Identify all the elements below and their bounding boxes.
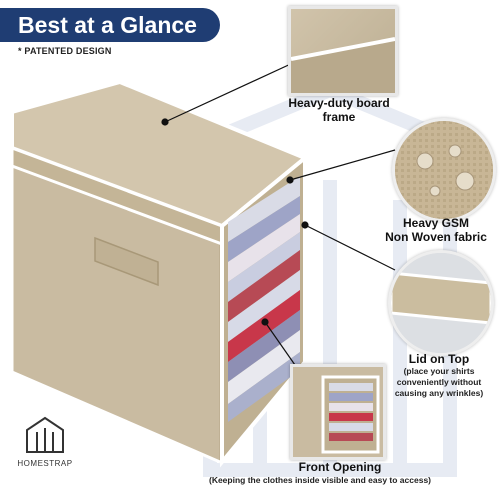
front-opening-closeup bbox=[290, 364, 386, 460]
fabric-label: Heavy GSM Non Woven fabric bbox=[385, 216, 487, 244]
lid-description: (place your shirts conveniently without … bbox=[394, 366, 484, 398]
fabric-closeup bbox=[392, 118, 496, 222]
brand-name: HOMESTRAP bbox=[17, 459, 73, 468]
page-title: Best at a Glance bbox=[0, 8, 220, 42]
patent-note: * PATENTED DESIGN bbox=[18, 46, 112, 56]
lid-closeup bbox=[388, 250, 494, 356]
box-handle bbox=[94, 236, 159, 287]
shirt-stack bbox=[228, 176, 300, 422]
front-opening-description: (Keeping the clothes inside visible and … bbox=[208, 475, 432, 485]
board-frame-image bbox=[291, 37, 395, 93]
water-droplets-image bbox=[395, 121, 493, 219]
board-frame-closeup bbox=[288, 6, 398, 96]
front-opening-label: Front Opening bbox=[298, 460, 382, 474]
homestrap-logo-icon bbox=[26, 416, 64, 453]
lid-image bbox=[391, 253, 491, 353]
lid-label: Lid on Top bbox=[408, 352, 470, 366]
front-opening-image bbox=[293, 367, 383, 457]
brand-logo: HOMESTRAP bbox=[10, 416, 80, 468]
board-frame-label: Heavy-duty board frame bbox=[288, 96, 390, 124]
